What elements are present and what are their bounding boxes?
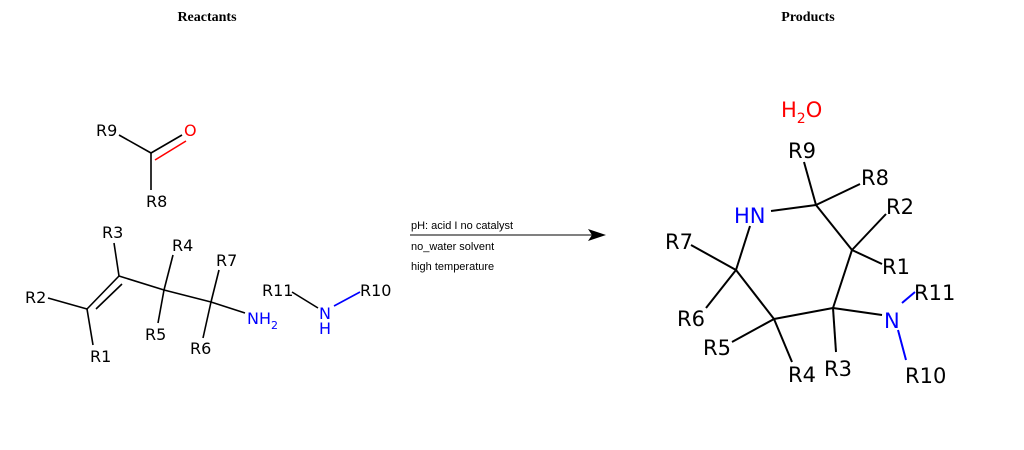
bond-c2-r8 [815,183,861,206]
bond-c4-c5 [773,307,834,320]
bond-c2-c3 [815,204,853,251]
bond-n-r11 [901,291,916,304]
bond-c1-r1 [86,308,94,346]
atom-r3: R3 [824,357,852,381]
atom-r6: R6 [677,307,705,331]
bond-c5-c6 [735,269,775,320]
product-water: H2O [781,98,822,127]
atom-r2: R2 [25,288,46,307]
bond-c3-r5 [157,289,165,324]
arrow-head-icon [588,229,606,241]
atom-r1: R1 [90,347,111,366]
bond-c-o-2 [154,140,187,161]
atom-r4: R4 [788,363,816,387]
bond-hn-c2 [770,204,817,212]
atom-r7: R7 [665,230,693,254]
atom-r10: R10 [905,364,946,388]
atom-nh2: NH2 [247,309,278,332]
atom-r8: R8 [146,192,167,211]
atom-r9: R9 [96,121,117,140]
bond-c2-c3 [118,275,165,291]
bond-c5-r5 [731,318,775,343]
bond-r2-c1 [47,297,88,310]
bond-c2-r9 [803,161,817,206]
bond-c4-n [832,307,883,316]
atom-r3: R3 [102,223,123,242]
bond-n-r10 [333,291,361,307]
bond-r11-n [291,291,319,309]
bond-c3-r2 [851,213,887,251]
bond-c3-c4 [832,249,853,309]
bond-c5-r4 [773,318,793,363]
atom-r11: R11 [262,281,293,300]
atom-hn: HN [734,204,766,228]
bond-r9-c [118,134,152,154]
bond-c6-r6 [705,269,737,309]
reaction-arrow-group: pH: acid I no catalyst no_water solvent … [410,220,606,273]
atom-n: N [319,304,331,323]
bond-c3-r1 [851,249,883,265]
reactant-aldehyde: R9 O R8 [96,121,197,211]
reactant-secondary-amine: R11 N H R10 [262,281,391,338]
atom-r2: R2 [886,195,914,219]
bond-c6-r7 [690,244,737,271]
atom-r6: R6 [190,339,211,358]
bond-c1-c2-b [95,283,123,310]
atom-r9: R9 [788,139,816,163]
bond-c4-n [210,301,246,314]
condition-temperature: high temperature [411,261,494,273]
condition-solvent: no_water solvent [411,241,494,253]
atom-h: H [319,319,331,338]
product-piperidine: HN R9 R8 R2 R1 R7 R6 R5 R4 R3 N R11 R10 [665,139,955,388]
atom-r5: R5 [703,336,731,360]
bond-c3-r4 [163,254,174,291]
atom-r4: R4 [172,236,193,255]
bond-c6-hn [735,225,751,271]
atom-r1: R1 [882,255,910,279]
bond-c3-c4 [163,289,212,303]
bond-c-o-1 [150,134,183,154]
bond-n-r10 [897,329,907,361]
bond-c4-r7 [210,269,220,303]
atom-o: O [184,121,197,140]
atom-r7: R7 [216,251,237,270]
atom-r11: R11 [914,281,955,305]
bond-c4-r3 [832,307,837,353]
atom-r8: R8 [861,166,889,190]
bond-c1-c2-a [86,275,120,310]
reactants-header: Reactants [177,10,237,25]
condition-ph: pH: acid I no catalyst [411,220,513,232]
atom-r10: R10 [360,281,391,300]
atom-n: N [884,309,900,333]
reactant-alkene-amine: R2 R1 R3 R4 R5 R7 R6 NH2 [25,223,278,366]
atom-r5: R5 [145,325,166,344]
bond-c2-r3 [113,242,120,277]
products-header: Products [781,10,835,25]
bond-c4-r6 [202,301,212,339]
